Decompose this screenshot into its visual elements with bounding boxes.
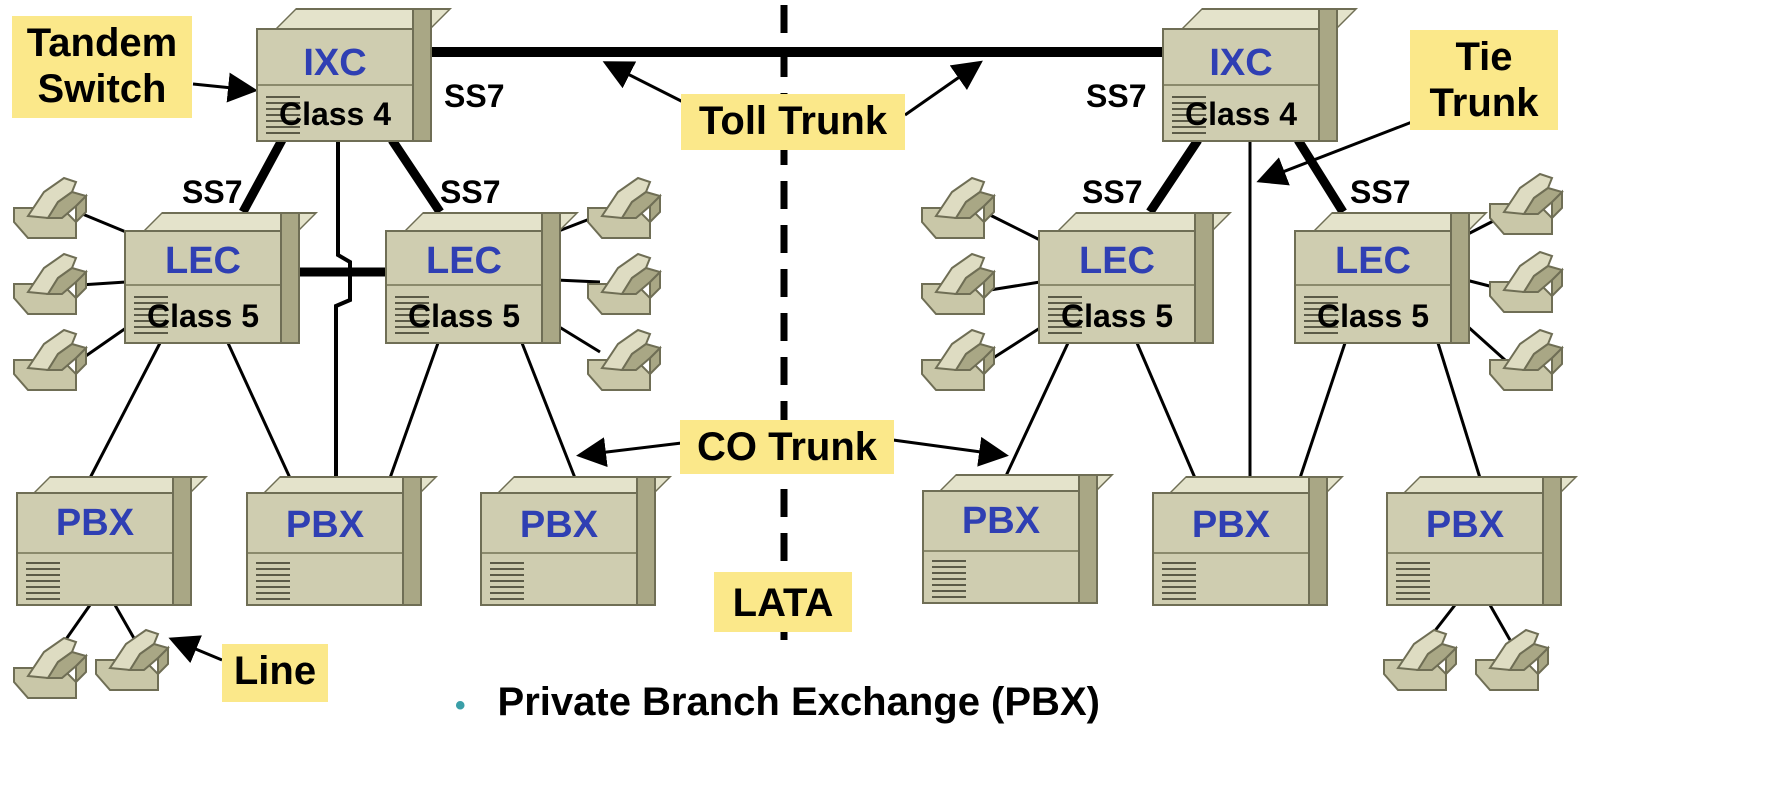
telephone-icon [1489,173,1563,235]
co-trunk-arrow-right [892,436,1009,467]
lec-switch-2: LEC Class 5 [385,212,579,344]
ixc-switch-left: IXC Class 4 [256,8,452,142]
ss7-label: SS7 [440,174,501,210]
telephone-icon [1489,329,1563,391]
tandem-switch-callout: Tandem Switch [12,16,192,118]
telephone-icon [921,253,995,315]
node-class: Class 5 [1060,298,1174,334]
lec-switch-1: LEC Class 5 [124,212,318,344]
lata-callout: LATA [714,572,852,632]
telephone-icon [13,253,87,315]
vent-icon [1048,296,1082,334]
ixc-lec-link-left-1 [239,137,286,215]
co-trunk-arrow-left [576,437,691,468]
toll-trunk-arrow-right [904,60,983,117]
telephone-icon [1489,251,1563,313]
vent-icon [26,562,60,600]
vent-icon [1172,96,1206,134]
pbx-3: PBX [480,476,672,606]
vent-icon [1162,562,1196,600]
co-trunk-callout: CO Trunk [680,420,894,474]
telephone-icon [921,329,995,391]
vent-icon [266,96,300,134]
node-title: LEC [1335,240,1411,282]
ixc-switch-right: IXC Class 4 [1162,8,1358,142]
pbx-1: PBX [16,476,208,606]
node-title: PBX [519,504,599,546]
tie-trunk-arrow [1256,120,1413,186]
ixc-pbx-direct-left [334,140,352,478]
pbx-4: PBX [922,474,1114,604]
telephone-icon [13,329,87,391]
ixc-lec-link-left-2 [388,137,444,215]
lec-switch-3: LEC Class 5 [1038,212,1232,344]
node-class: Class 4 [1184,96,1298,132]
telephone-icon [1383,629,1457,691]
telephone-icon [1475,629,1549,691]
toll-trunk-arrow-left [602,61,696,110]
vent-icon [1304,296,1338,334]
telephone-icon [921,177,995,239]
node-title: LEC [165,240,241,282]
footer-text: Private Branch Exchange (PBX) [497,680,1100,724]
pbx-2: PBX [246,476,438,606]
tie-trunk-callout: Tie Trunk [1410,30,1558,130]
line-callout: Line [222,644,328,702]
line-arrow [168,635,223,664]
node-title: PBX [285,504,365,546]
vent-icon [256,562,290,600]
node-title: LEC [1079,240,1155,282]
ss7-label: SS7 [1082,174,1143,210]
pbx-5: PBX [1152,476,1344,606]
node-title: IXC [303,42,367,84]
ss7-label: SS7 [1086,78,1147,114]
vent-icon [134,296,168,334]
telephone-icon [13,177,87,239]
ixc-lec-link-right-1 [1146,137,1202,215]
node-class: Class 5 [146,298,260,334]
ss7-label: SS7 [182,174,243,210]
vent-icon [490,562,524,600]
node-title: PBX [55,502,135,544]
node-title: IXC [1209,42,1273,84]
node-class: Class 4 [278,96,392,132]
ss7-label: SS7 [444,78,505,114]
telephone-icon [587,177,661,239]
node-class: Class 5 [407,298,521,334]
tandem-switch-arrow [192,72,258,103]
vent-icon [932,560,966,598]
node-title: LEC [426,240,502,282]
vent-icon [395,296,429,334]
ss7-label: SS7 [1350,174,1411,210]
pbx-6: PBX [1386,476,1578,606]
footer-bullet-text: • Private Branch Exchange (PBX) [455,680,1100,725]
toll-trunk-callout: Toll Trunk [681,94,905,150]
node-title: PBX [1425,504,1505,546]
bullet-icon: • [455,689,466,722]
telephone-icon [95,629,169,691]
telephone-icon [587,253,661,315]
lec-switch-4: LEC Class 5 [1294,212,1488,344]
telephone-icon [587,329,661,391]
node-title: PBX [961,500,1041,542]
node-title: PBX [1191,504,1271,546]
node-class: Class 5 [1316,298,1430,334]
vent-icon [1396,562,1430,600]
ixc-lec-link-right-2 [1294,137,1347,215]
telephone-icon [13,637,87,699]
